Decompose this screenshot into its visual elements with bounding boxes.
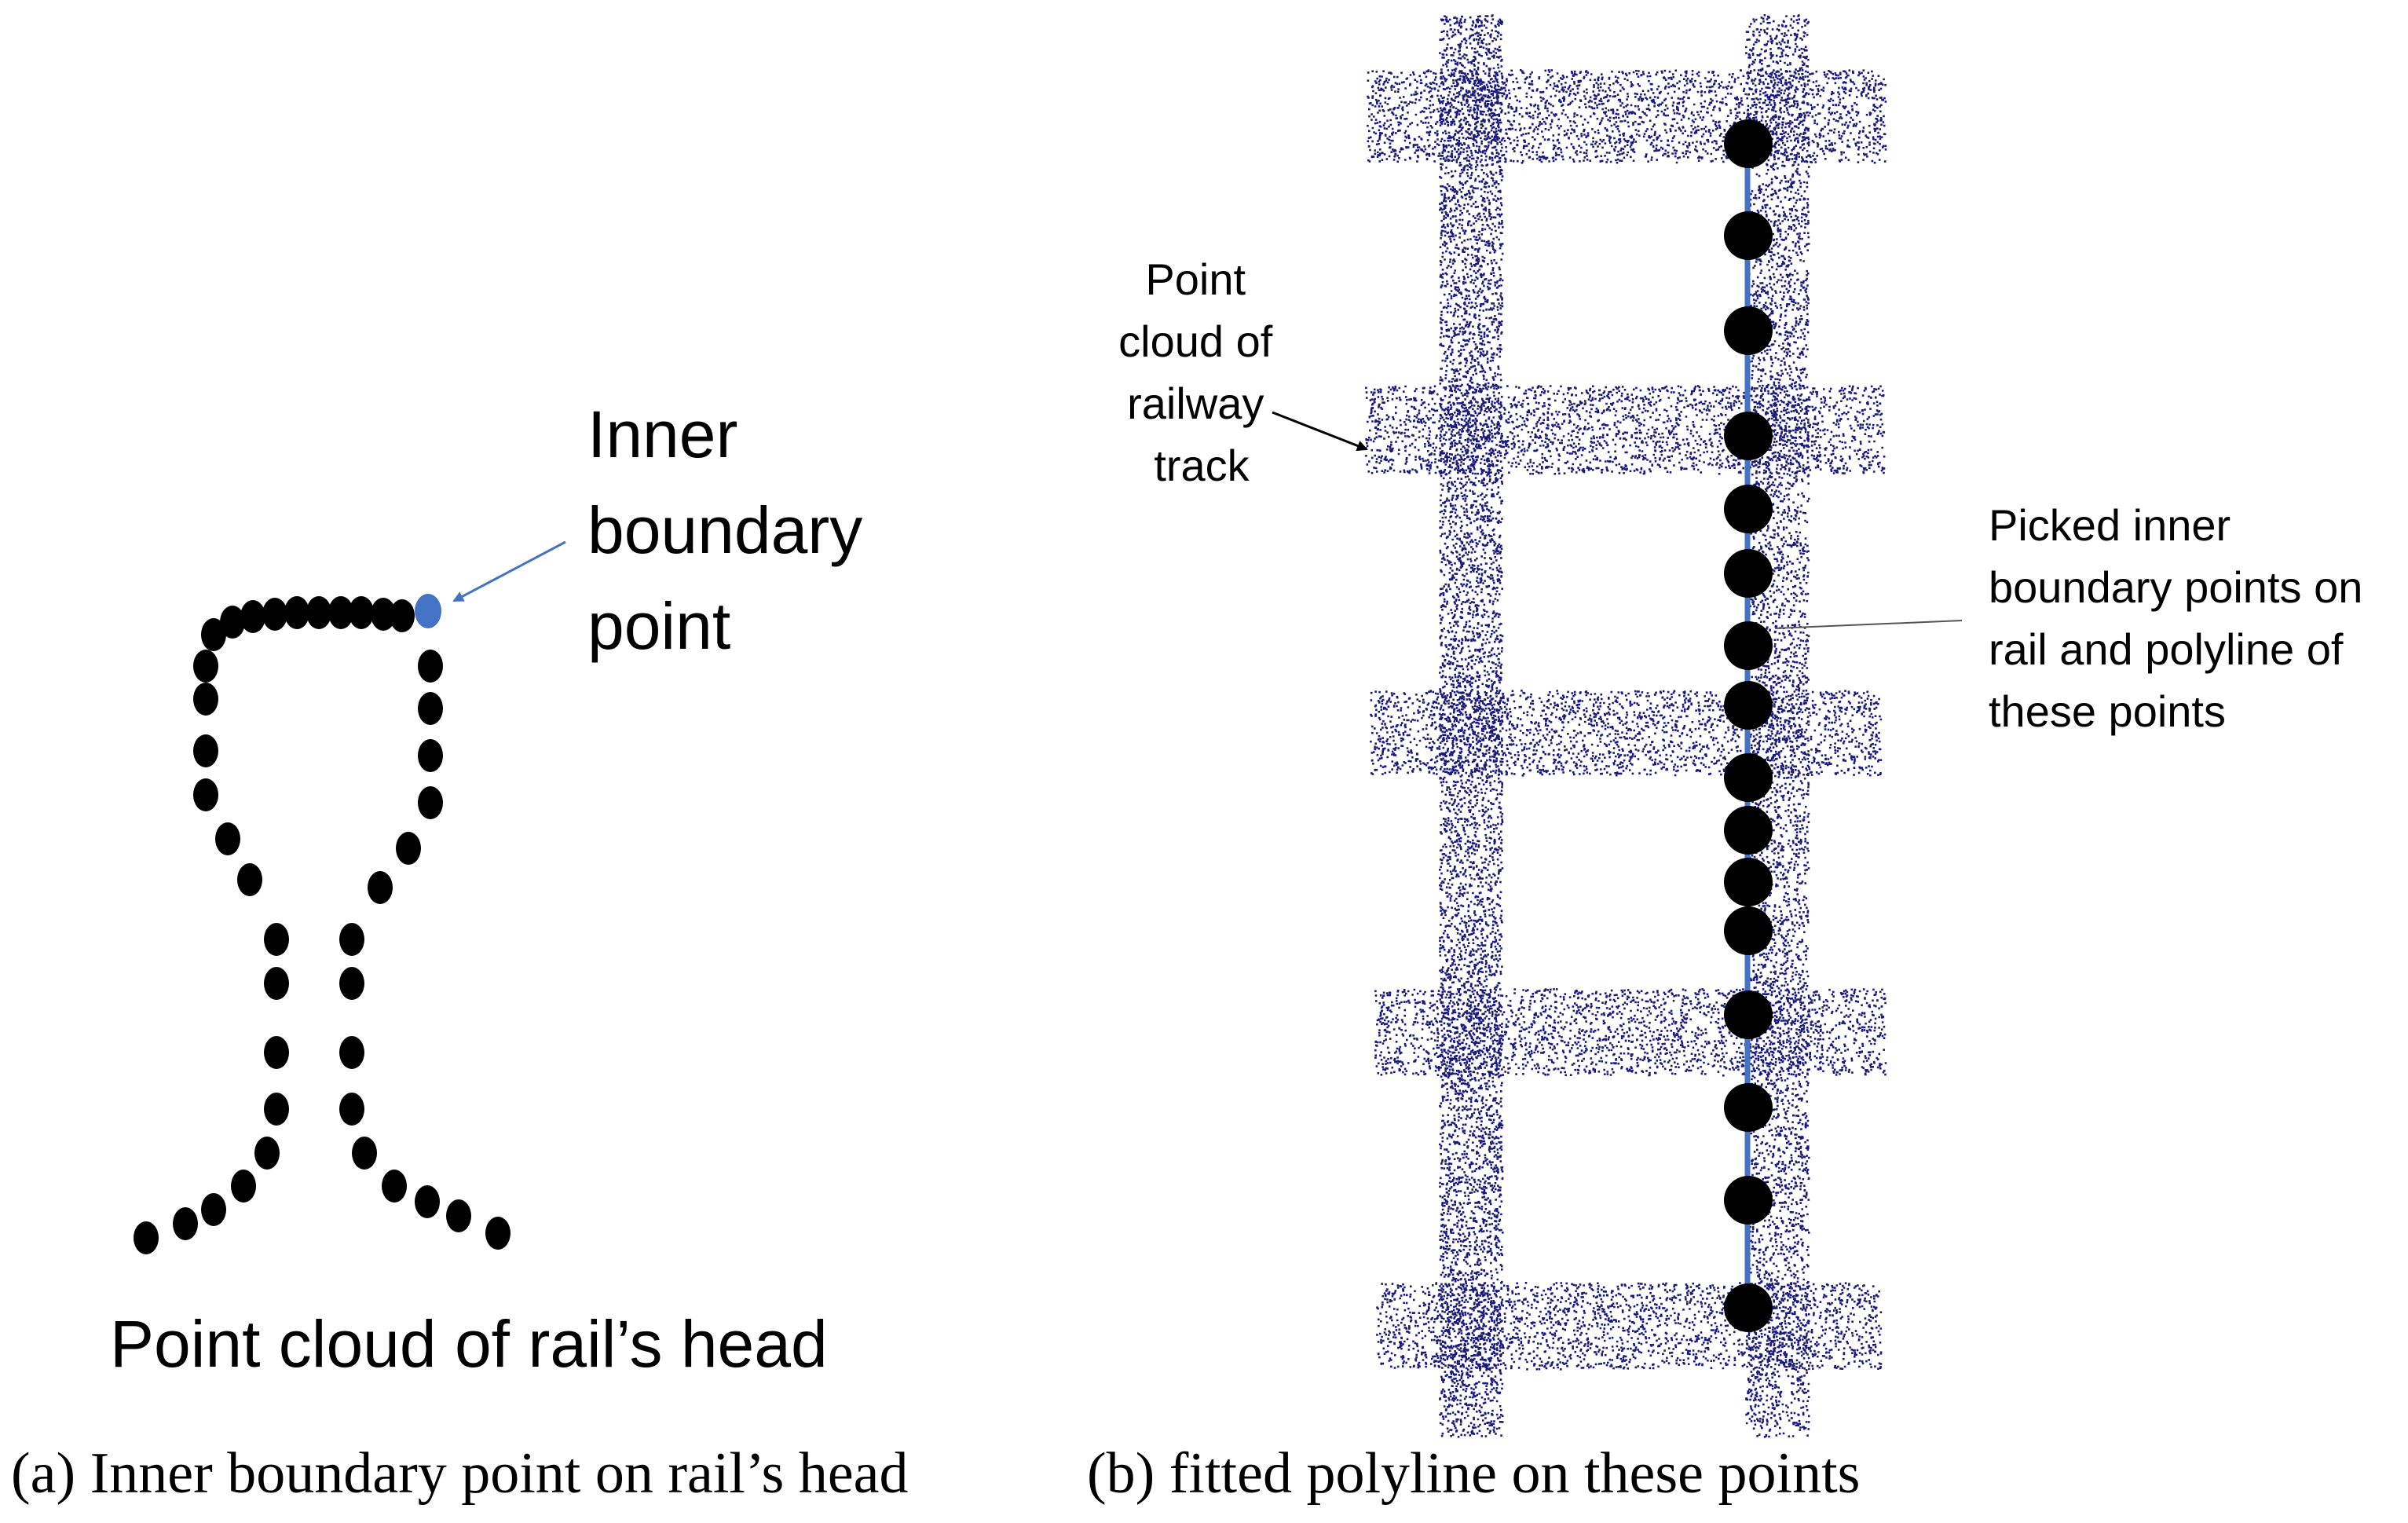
rail-point: [396, 832, 421, 865]
panel-a: Inner boundary point Point cloud of rail…: [11, 397, 909, 1506]
picked-point: [1724, 621, 1773, 670]
rail-point: [368, 871, 393, 904]
rail-head-point-cloud: [134, 596, 511, 1254]
rail-point: [339, 967, 364, 1000]
picked-point: [1724, 753, 1773, 802]
rail-point: [201, 618, 226, 651]
rail-point: [418, 650, 443, 683]
picked-point: [1724, 485, 1773, 533]
picked-point: [1724, 306, 1773, 355]
picked-point: [1724, 906, 1773, 955]
rail-point: [390, 599, 415, 632]
rail-point: [339, 1036, 364, 1069]
inner-boundary-label: Inner boundary point: [587, 397, 881, 663]
rail-point: [254, 1137, 280, 1170]
annotation-line: rail and polyline of: [1989, 624, 2344, 674]
rail-point: [264, 967, 289, 1000]
picked-point: [1724, 1083, 1773, 1132]
panel-b: Point cloud of railway track Picked inne…: [1087, 14, 2375, 1506]
rail-point: [193, 650, 218, 683]
annotation-line: boundary points on: [1989, 562, 2362, 612]
rail-point: [415, 1185, 440, 1218]
picked-point: [1724, 858, 1773, 906]
railway-track-arrow: [1272, 411, 1368, 452]
picked-points-label: Picked inner boundary points on rail and…: [1989, 500, 2375, 736]
rail-point: [262, 598, 287, 631]
rail-point: [240, 600, 265, 633]
rail-point: [446, 1199, 471, 1232]
annotation-line: Inner: [587, 397, 737, 471]
picked-points-leader: [1774, 620, 1963, 629]
rail-point: [237, 863, 262, 896]
rail-point: [382, 1170, 407, 1203]
picked-point: [1724, 1176, 1773, 1225]
picked-inner-boundary-points: [1724, 119, 1773, 1332]
rail-point: [418, 739, 443, 772]
rail-point: [193, 778, 218, 811]
picked-point: [1724, 1283, 1773, 1332]
rail-point: [328, 596, 353, 629]
railway-track-point-cloud: [1365, 14, 1887, 1438]
inner-boundary-arrow: [452, 540, 566, 602]
picked-point: [1724, 119, 1773, 168]
rail-point: [352, 1137, 377, 1170]
point-cloud-dots: [1365, 14, 1887, 1438]
annotation-line: boundary: [587, 493, 862, 567]
rail-point: [231, 1170, 256, 1203]
rail-point: [339, 923, 364, 956]
annotation-line: cloud of: [1118, 317, 1273, 366]
annotation-line: Picked inner: [1989, 500, 2231, 550]
rail-point: [264, 923, 289, 956]
rail-point: [215, 822, 240, 855]
annotation-line: track: [1154, 441, 1250, 490]
rail-point: [339, 1093, 364, 1126]
picked-point: [1724, 211, 1773, 260]
railway-track-label: Point cloud of railway track: [1118, 254, 1285, 490]
caption-b: (b) fitted polyline on these points: [1087, 1441, 1860, 1506]
annotation-line: Point: [1145, 254, 1246, 304]
annotation-line: railway: [1127, 379, 1264, 428]
rail-point: [485, 1217, 511, 1250]
caption-a: (a) Inner boundary point on rail’s head: [11, 1441, 909, 1506]
rail-point: [264, 1036, 289, 1069]
rail-point: [264, 1093, 289, 1126]
picked-point: [1724, 549, 1773, 598]
rail-point: [284, 596, 309, 629]
rail-point: [193, 683, 218, 716]
rail-point: [418, 692, 443, 725]
rail-point: [349, 596, 374, 629]
annotation-line: these points: [1989, 686, 2226, 736]
rail-point: [201, 1193, 226, 1226]
rail-point: [371, 598, 396, 631]
inner-boundary-point: [415, 594, 441, 628]
picked-point: [1724, 681, 1773, 730]
picked-point: [1724, 412, 1773, 460]
rail-point: [220, 606, 245, 639]
rail-point: [134, 1221, 159, 1254]
picked-point: [1724, 806, 1773, 855]
rail-head-label: Point cloud of rail’s head: [110, 1307, 828, 1381]
rail-point: [173, 1207, 198, 1240]
rail-point: [418, 786, 443, 819]
annotation-line: point: [587, 589, 730, 663]
picked-point: [1724, 990, 1773, 1039]
rail-point: [306, 596, 331, 629]
rail-point: [193, 734, 218, 767]
